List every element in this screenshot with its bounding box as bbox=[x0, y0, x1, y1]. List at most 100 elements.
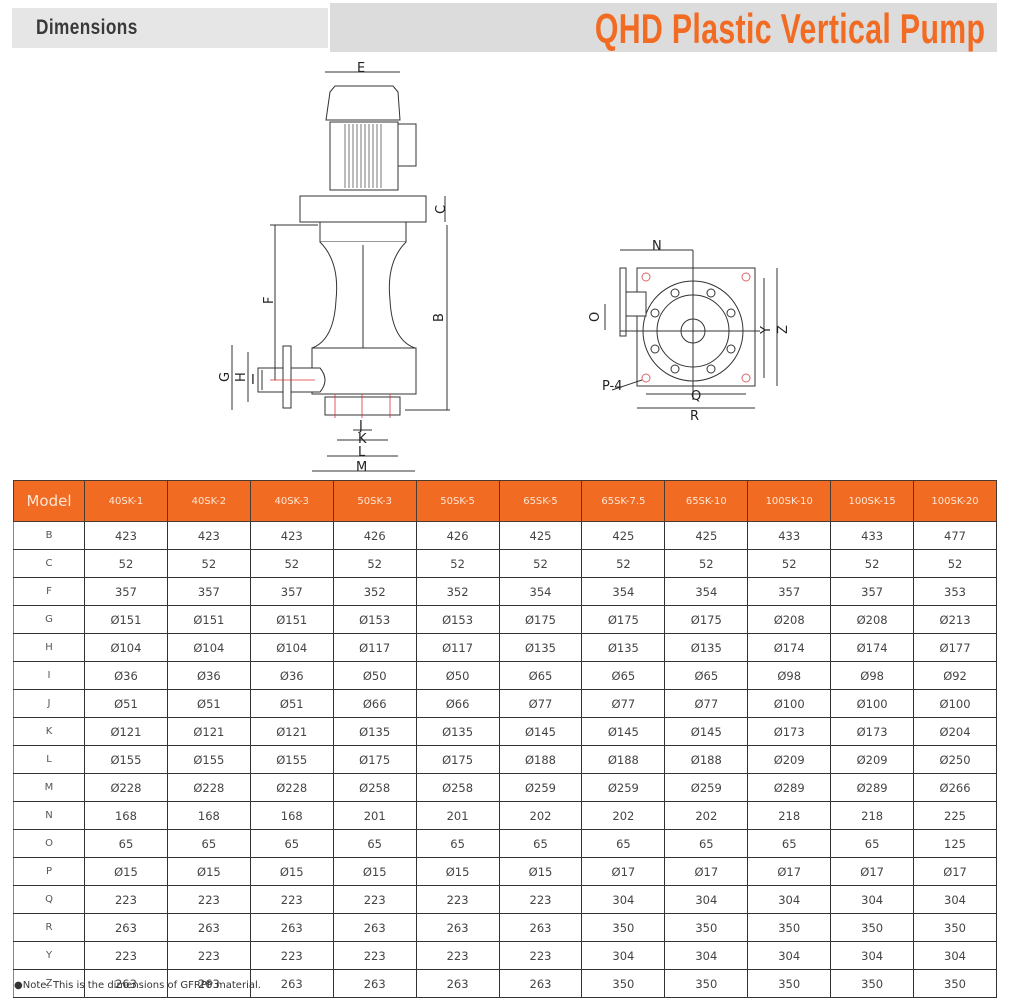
dimension-value: 357 bbox=[249, 577, 334, 606]
dimension-value: 201 bbox=[415, 801, 500, 830]
dimension-value: 65 bbox=[830, 829, 915, 858]
dimension-value: 202 bbox=[664, 801, 749, 830]
dimension-value: Ø15 bbox=[249, 857, 334, 886]
dimension-label: G bbox=[13, 605, 85, 634]
dim-label-m: M bbox=[356, 460, 367, 475]
model-column-header: 40SK-3 bbox=[249, 480, 334, 522]
dimension-value: 426 bbox=[332, 521, 417, 550]
dimension-value: 223 bbox=[498, 941, 583, 970]
dimension-label: O bbox=[13, 829, 85, 858]
pump-dimension-drawing: E C F B G H I J K L M N O Y Z Q R P-4 bbox=[218, 61, 791, 475]
dimension-value: 223 bbox=[84, 885, 168, 914]
dimension-value: Ø100 bbox=[830, 689, 915, 718]
dimension-value: Ø17 bbox=[913, 857, 997, 886]
dimension-value: 65 bbox=[747, 829, 832, 858]
dimension-value: 65 bbox=[249, 829, 334, 858]
dimension-value: 223 bbox=[166, 941, 251, 970]
dimension-value: Ø259 bbox=[581, 773, 666, 802]
dimension-value: Ø289 bbox=[747, 773, 832, 802]
dimension-value: 65 bbox=[332, 829, 417, 858]
dimension-value: Ø98 bbox=[830, 661, 915, 690]
dimension-value: 52 bbox=[249, 549, 334, 578]
dimension-value: Ø77 bbox=[498, 689, 583, 718]
dim-label-n: N bbox=[652, 239, 662, 254]
dimension-value: Ø228 bbox=[166, 773, 251, 802]
dimension-label: K bbox=[13, 717, 85, 746]
dimension-value: Ø259 bbox=[498, 773, 583, 802]
dimension-label: P bbox=[13, 857, 85, 886]
dimension-value: 223 bbox=[84, 941, 168, 970]
dimension-value: 352 bbox=[415, 577, 500, 606]
dimension-value: Ø155 bbox=[166, 745, 251, 774]
dimension-value: Ø188 bbox=[581, 745, 666, 774]
dimension-value: 263 bbox=[415, 969, 500, 998]
dimension-value: 350 bbox=[830, 913, 915, 942]
dim-label-e: E bbox=[357, 61, 365, 76]
dimension-value: Ø213 bbox=[913, 605, 997, 634]
dimension-value: 263 bbox=[415, 913, 500, 942]
dimension-value: 168 bbox=[249, 801, 334, 830]
dim-label-f: F bbox=[262, 297, 277, 304]
model-column-header: 65SK-5 bbox=[498, 480, 583, 522]
dimension-value: Ø17 bbox=[664, 857, 749, 886]
dimension-value: Ø36 bbox=[249, 661, 334, 690]
dimension-value: 52 bbox=[84, 549, 168, 578]
dimension-value: Ø258 bbox=[332, 773, 417, 802]
dimension-value: Ø151 bbox=[249, 605, 334, 634]
dimension-value: Ø135 bbox=[498, 633, 583, 662]
dimension-value: Ø208 bbox=[747, 605, 832, 634]
dimension-value: 52 bbox=[581, 549, 666, 578]
dimension-value: Ø135 bbox=[415, 717, 500, 746]
dimension-value: 350 bbox=[830, 969, 915, 998]
dimension-value: Ø173 bbox=[830, 717, 915, 746]
dimension-label: Z bbox=[13, 969, 85, 998]
dimension-value: Ø174 bbox=[830, 633, 915, 662]
dimension-value: Ø135 bbox=[332, 717, 417, 746]
dim-label-c: C bbox=[434, 205, 449, 214]
dimension-value: Ø151 bbox=[166, 605, 251, 634]
dimension-value: Ø117 bbox=[415, 633, 500, 662]
side-view: E C F B G H I J K L M bbox=[218, 61, 450, 475]
dimension-label: R bbox=[13, 913, 85, 942]
dimension-value: 65 bbox=[415, 829, 500, 858]
dimension-value: Ø175 bbox=[332, 745, 417, 774]
dimension-value: Ø51 bbox=[166, 689, 251, 718]
dimension-value: Ø65 bbox=[498, 661, 583, 690]
dimension-value: Ø145 bbox=[664, 717, 749, 746]
dimension-value: 304 bbox=[830, 941, 915, 970]
dimension-value: Ø65 bbox=[581, 661, 666, 690]
dimension-value: 357 bbox=[747, 577, 832, 606]
model-column-header: 65SK-7.5 bbox=[581, 480, 666, 522]
dimension-value: 425 bbox=[664, 521, 749, 550]
dimension-value: 52 bbox=[332, 549, 417, 578]
dimension-value: 304 bbox=[830, 885, 915, 914]
dimension-value: Ø204 bbox=[913, 717, 997, 746]
dimension-value: 304 bbox=[747, 885, 832, 914]
dimension-value: Ø250 bbox=[913, 745, 997, 774]
dimension-value: Ø121 bbox=[166, 717, 251, 746]
dimension-value: Ø66 bbox=[332, 689, 417, 718]
dimension-value: Ø77 bbox=[664, 689, 749, 718]
dimension-label: Q bbox=[13, 885, 85, 914]
dimension-value: Ø100 bbox=[913, 689, 997, 718]
dimension-value: Ø209 bbox=[830, 745, 915, 774]
dimension-label: B bbox=[13, 521, 85, 550]
dimension-value: Ø17 bbox=[581, 857, 666, 886]
dimension-value: 263 bbox=[498, 969, 583, 998]
dimension-value: 263 bbox=[84, 969, 168, 998]
dimension-value: 426 bbox=[415, 521, 500, 550]
dimension-value: 304 bbox=[747, 941, 832, 970]
dimension-value: 352 bbox=[332, 577, 417, 606]
dimension-value: Ø175 bbox=[581, 605, 666, 634]
dimension-value: 423 bbox=[166, 521, 251, 550]
dimension-value: 304 bbox=[664, 941, 749, 970]
dimension-value: Ø259 bbox=[664, 773, 749, 802]
dimension-label: I bbox=[13, 661, 85, 690]
dimension-value: 52 bbox=[747, 549, 832, 578]
dimension-value: Ø175 bbox=[498, 605, 583, 634]
dimension-value: Ø188 bbox=[664, 745, 749, 774]
